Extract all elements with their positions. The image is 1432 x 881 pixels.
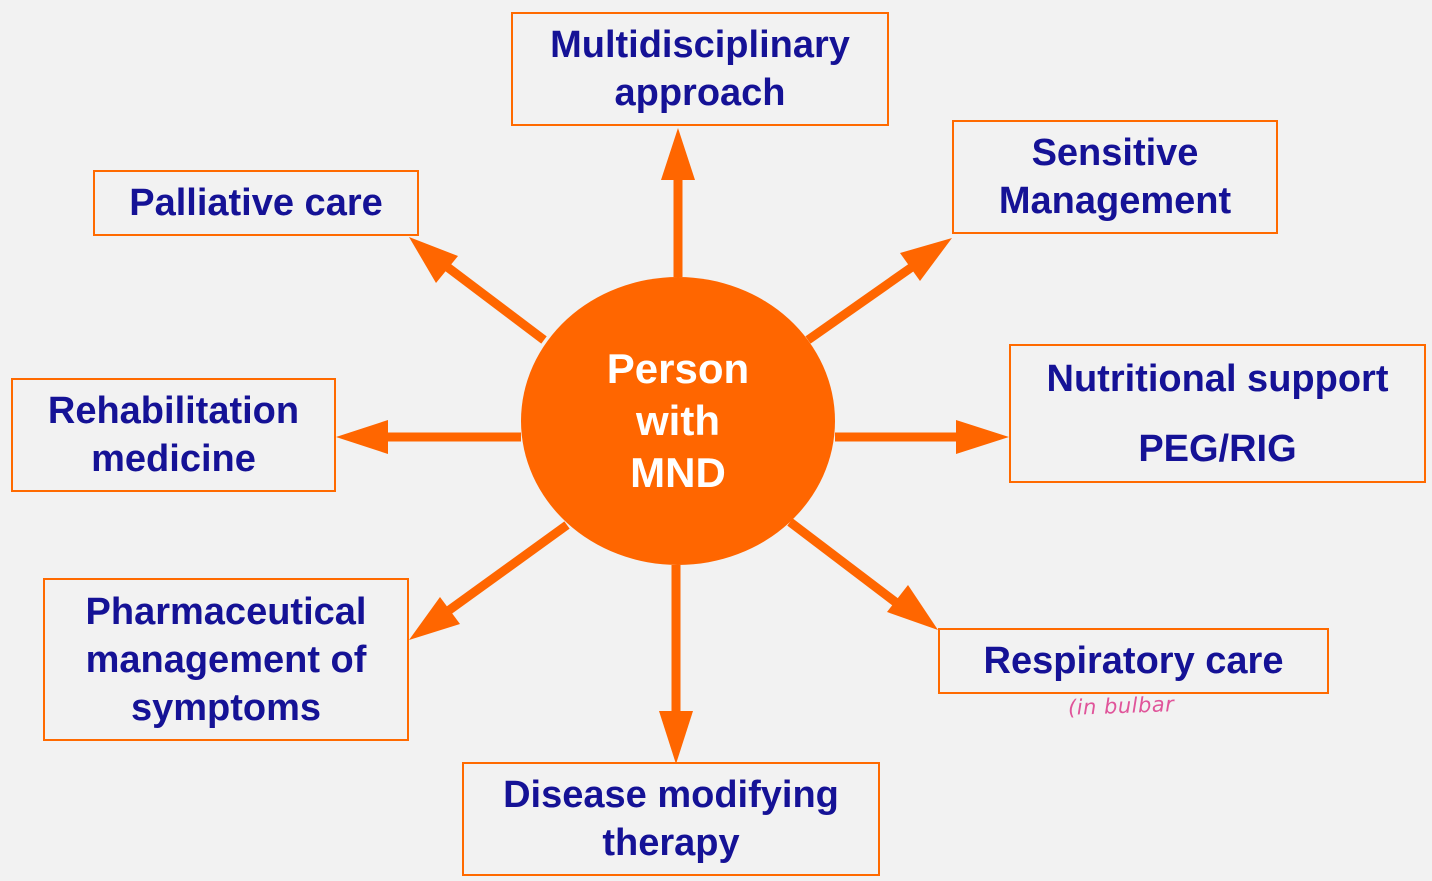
arrowhead-nutritional — [956, 420, 1009, 454]
center-line-1: Person — [606, 345, 750, 392]
node-disease-line-1: Disease modifying — [503, 774, 839, 816]
handwritten-annotation: (in bulbar — [1067, 692, 1175, 720]
node-palliative-line-1: Palliative care — [129, 182, 383, 224]
node-sensitive-line-1: Sensitive — [1031, 132, 1199, 174]
arrowhead-multidisciplinary — [661, 128, 695, 180]
arrow-to-pharmaceutical — [445, 521, 570, 615]
arrowhead-disease — [659, 711, 693, 764]
arrowhead-sensitive — [900, 238, 952, 281]
center-line-2: with — [636, 397, 720, 444]
arrowhead-respiratory — [887, 585, 938, 630]
arrowhead-palliative — [409, 237, 458, 283]
node-palliative-care: Palliative care — [93, 170, 419, 236]
node-respiratory-care: Respiratory care — [938, 628, 1329, 694]
node-disease-modifying-therapy: Disease modifying therapy — [462, 762, 880, 876]
arrowhead-rehabilitation — [336, 420, 388, 454]
node-sensitive-management: Sensitive Management — [952, 120, 1278, 234]
node-rehabilitation-line-1: Rehabilitation — [47, 390, 300, 432]
node-nutritional-line-1: Nutritional support — [1046, 357, 1389, 400]
node-pharmaceutical-line-1: Pharmaceutical — [85, 590, 367, 633]
node-multidisciplinary-line-2: approach — [614, 72, 786, 114]
center-node-person-with-mnd: Person with MND — [521, 277, 835, 565]
node-pharmaceutical-management: Pharmaceutical management of symptoms — [43, 578, 409, 741]
arrowhead-pharmaceutical — [409, 597, 460, 640]
center-line-3: MND — [630, 449, 726, 496]
node-respiratory-line-1: Respiratory care — [983, 640, 1284, 682]
node-disease-line-2: therapy — [602, 822, 740, 864]
arrow-to-palliative — [443, 262, 547, 344]
node-multidisciplinary-approach: Multidisciplinary approach — [511, 12, 889, 126]
node-pharmaceutical-line-3: symptoms — [130, 686, 322, 729]
arrow-to-respiratory — [787, 518, 901, 608]
arrow-to-sensitive — [805, 263, 915, 344]
node-pharmaceutical-line-2: management of — [85, 638, 367, 681]
node-rehabilitation-medicine: Rehabilitation medicine — [11, 378, 336, 492]
node-multidisciplinary-line-1: Multidisciplinary — [550, 24, 850, 66]
node-nutritional-line-2: PEG/RIG — [1138, 427, 1297, 470]
node-nutritional-support: Nutritional support PEG/RIG — [1009, 344, 1426, 483]
node-rehabilitation-line-2: medicine — [91, 438, 256, 480]
node-sensitive-line-2: Management — [998, 180, 1232, 222]
